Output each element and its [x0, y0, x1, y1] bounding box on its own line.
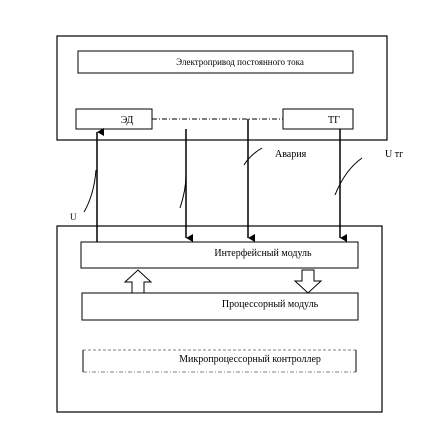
mcu-label: Микропроцессорный контроллер	[179, 354, 321, 365]
interface-module-label: Интерфейсный модуль	[214, 248, 312, 259]
drive-title: Электропривод постоянного тока	[176, 57, 304, 67]
drive-title-box: Электропривод постоянного тока	[77, 50, 354, 74]
alarm-signal-line: Авария	[243, 119, 307, 242]
control-signal-line: U	[70, 128, 104, 242]
motor-box: ЭД	[75, 108, 153, 130]
interface-to-processor-arrow	[293, 269, 323, 294]
control-voltage-label: U	[70, 212, 77, 222]
drive-outer-box	[56, 35, 388, 141]
motor-feedback-line	[179, 129, 193, 242]
processor-module-box: Процессорный модуль	[81, 292, 359, 321]
interface-module-box: Интерфейсный модуль	[80, 241, 359, 269]
processor-to-interface-arrow	[123, 269, 153, 294]
processor-module-label: Процессорный модуль	[222, 299, 319, 310]
mcu-label-box: Микропроцессорный контроллер	[82, 349, 357, 373]
alarm-label: Авария	[275, 149, 307, 160]
tachogenerator-label: ТГ	[328, 115, 340, 126]
controller-outer-box	[56, 225, 383, 413]
tacho-voltage-label: U тг	[385, 149, 403, 160]
motor-label: ЭД	[121, 115, 134, 126]
tachogenerator-box: ТГ	[282, 108, 354, 130]
tacho-signal-line: U тг	[334, 129, 403, 242]
